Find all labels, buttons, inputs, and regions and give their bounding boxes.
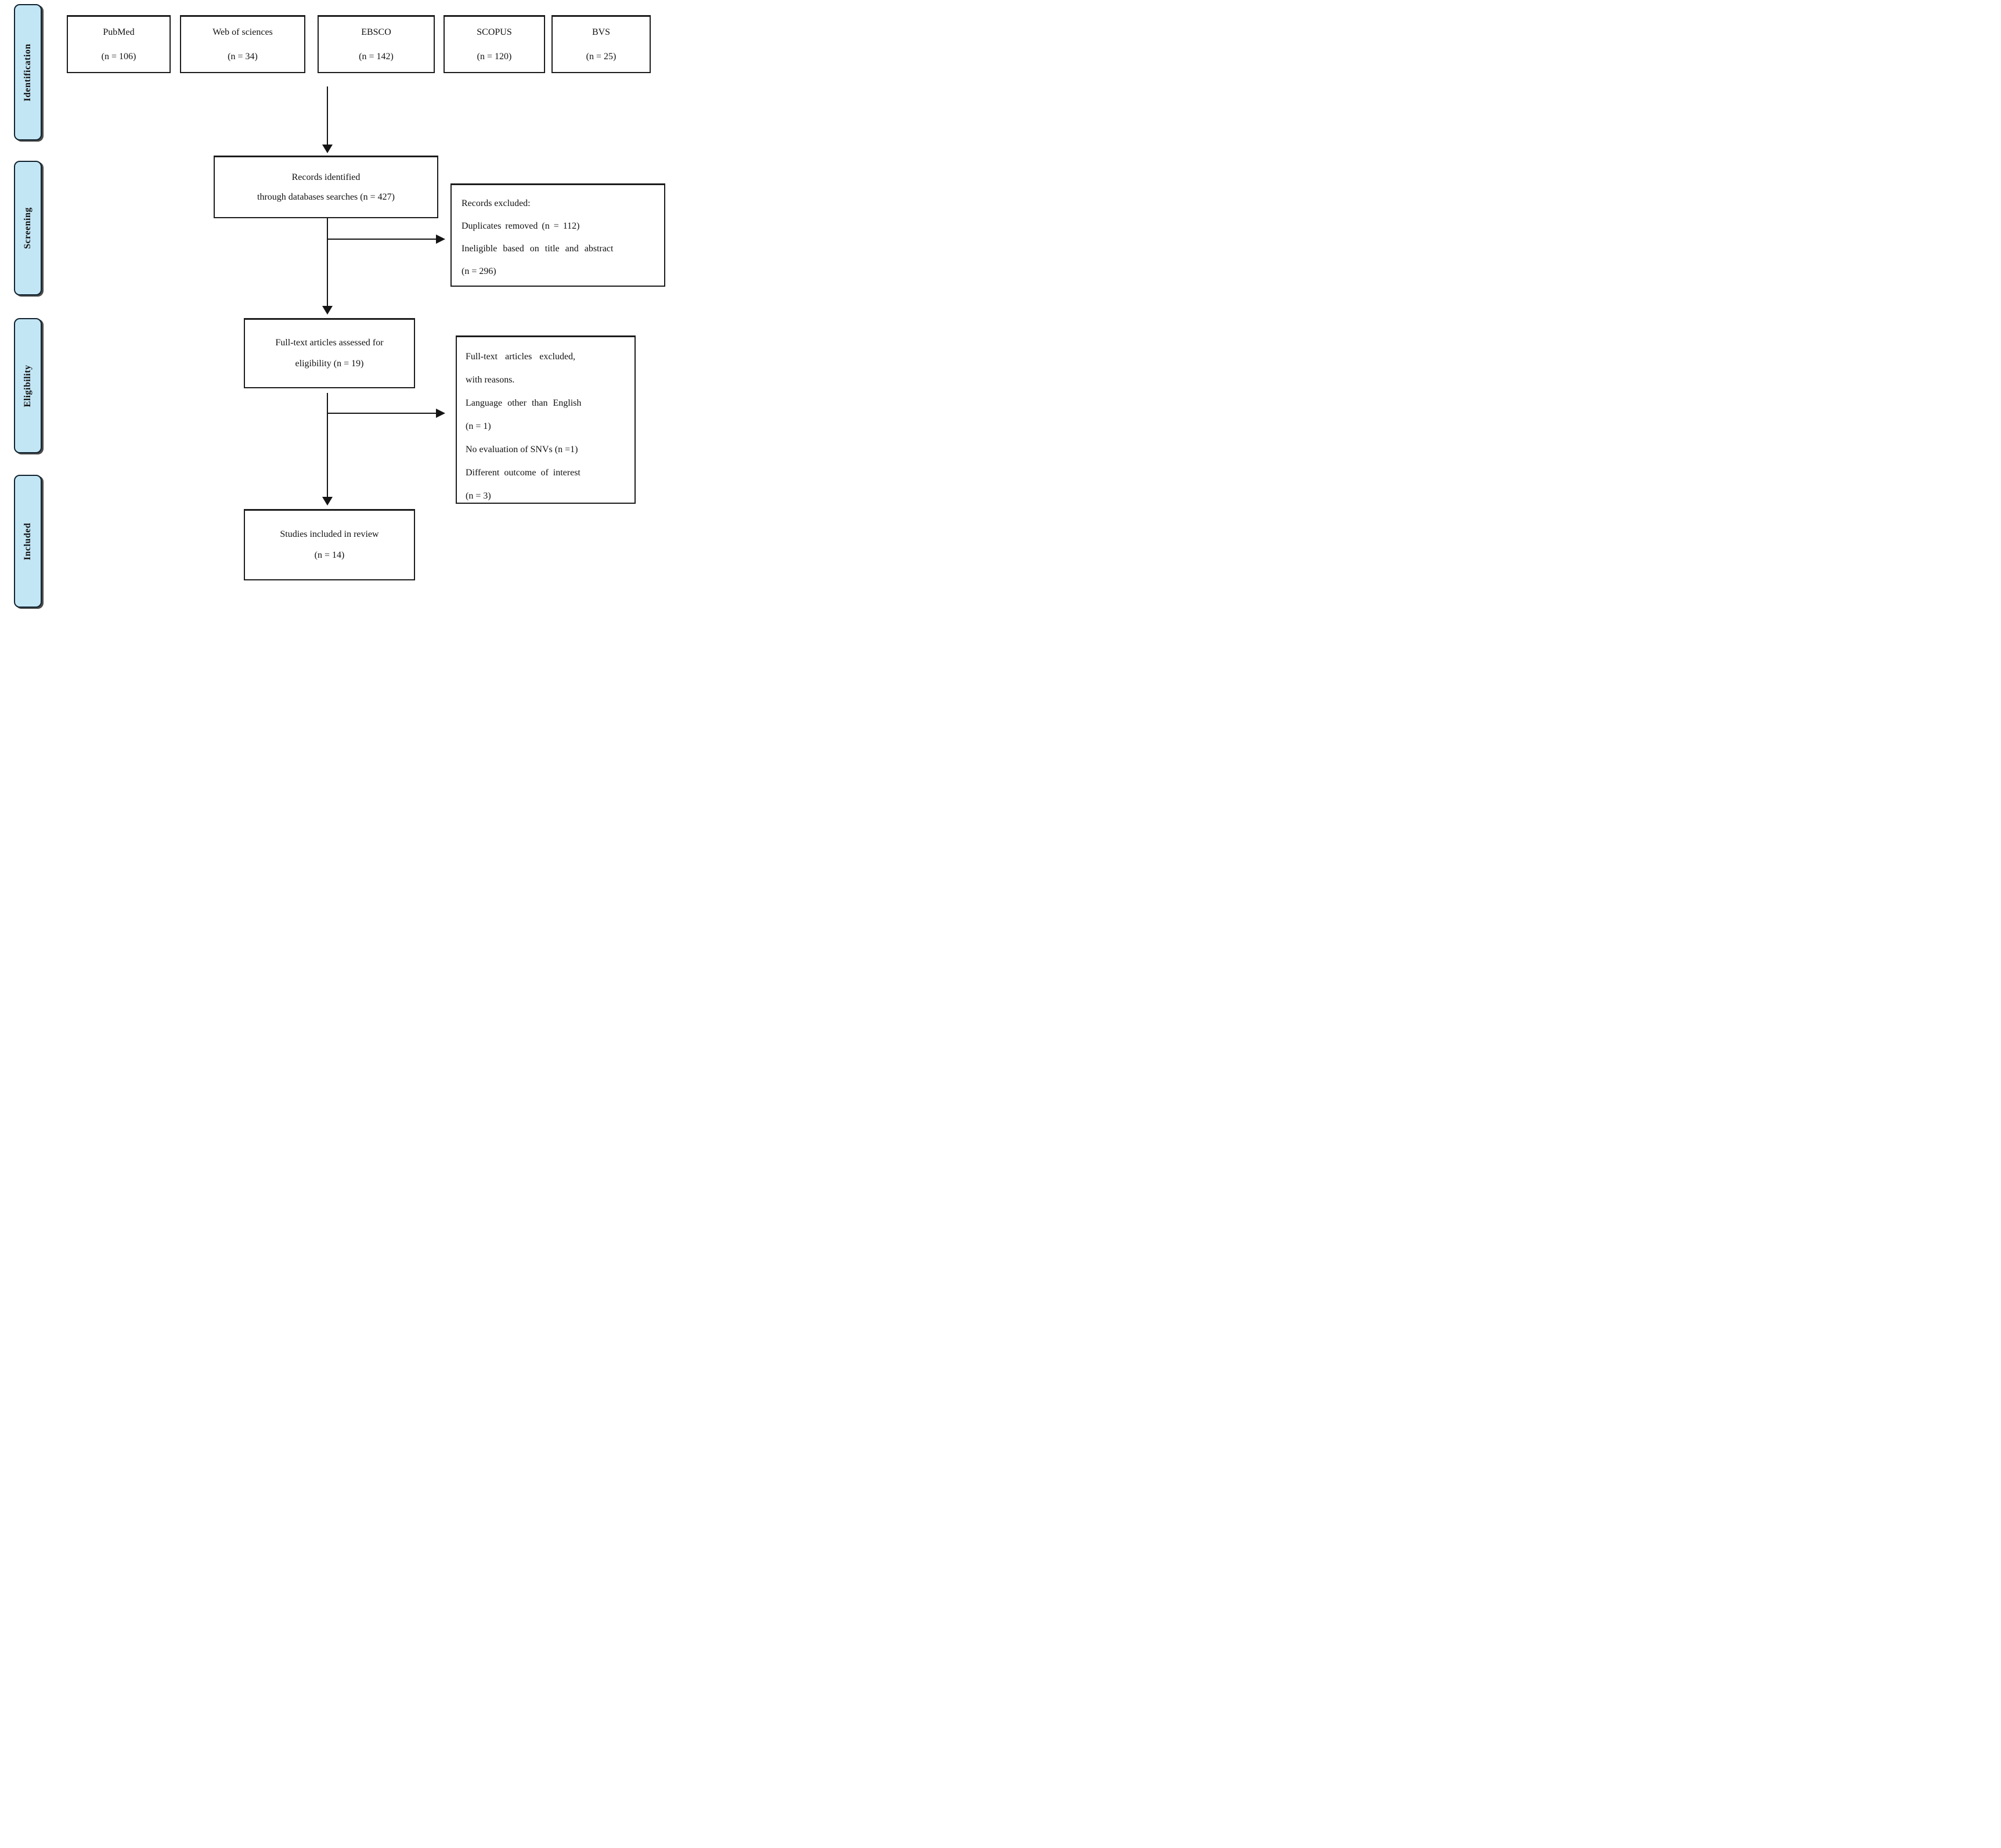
stage-eligibility: Eligibility [14, 318, 42, 453]
connector-databases-to-records [327, 86, 328, 145]
database-box-scopus: SCOPUS (n = 120) [444, 15, 545, 73]
fulltext-excluded-line: (n = 3) [466, 491, 491, 501]
fulltext-assessed-line1: Full-text articles assessed for [275, 338, 384, 348]
database-box-ebsco: EBSCO (n = 142) [318, 15, 435, 73]
database-count: (n = 34) [228, 51, 258, 62]
records-excluded-line: Duplicates removed (n = 112) [462, 221, 580, 231]
connector-fulltext-to-studies [327, 393, 328, 497]
fulltext-excluded-line: Language other than English [466, 398, 582, 408]
arrowhead-down-icon [322, 497, 333, 506]
database-box-bvs: BVS (n = 25) [551, 15, 651, 73]
arrowhead-right-icon [436, 234, 445, 244]
records-identified-line1: Records identified [291, 172, 360, 182]
fulltext-assessed-line2: eligibility (n = 19) [295, 359, 364, 369]
fulltext-excluded-line: with reasons. [466, 375, 515, 385]
records-identified-box: Records identified through databases sea… [214, 156, 438, 218]
database-count: (n = 25) [586, 51, 616, 62]
connector-records-to-excluded [327, 239, 437, 240]
connector-fulltext-to-excluded [327, 413, 437, 414]
records-excluded-line: Records excluded: [462, 198, 531, 208]
database-count: (n = 120) [477, 51, 512, 62]
fulltext-excluded-line: Different outcome of interest [466, 468, 581, 478]
stage-screening: Screening [14, 161, 42, 295]
database-box-pubmed: PubMed (n = 106) [67, 15, 171, 73]
records-excluded-line: Ineligible based on title and abstract [462, 244, 614, 254]
stage-eligibility-label: Eligibility [23, 364, 33, 407]
database-name: EBSCO [361, 27, 391, 37]
database-name: PubMed [103, 27, 135, 37]
records-excluded-box: Records excluded: Duplicates removed (n … [450, 183, 665, 287]
arrowhead-down-icon [322, 306, 333, 315]
stage-screening-label: Screening [23, 207, 33, 249]
fulltext-excluded-box: Full-text articles excluded, with reason… [456, 335, 636, 504]
connector-records-to-fulltext [327, 218, 328, 306]
fulltext-excluded-line: No evaluation of SNVs (n =1) [466, 445, 578, 454]
studies-included-line1: Studies included in review [280, 529, 379, 539]
records-identified-line2: through databases searches (n = 427) [257, 192, 395, 202]
prisma-flow-diagram: Identification Screening Eligibility Inc… [0, 0, 667, 616]
studies-included-line2: (n = 14) [314, 550, 345, 560]
database-box-web-of-sciences: Web of sciences (n = 34) [180, 15, 305, 73]
studies-included-box: Studies included in review (n = 14) [244, 509, 415, 580]
arrowhead-right-icon [436, 409, 445, 418]
fulltext-excluded-line: (n = 1) [466, 421, 491, 431]
database-count: (n = 106) [101, 51, 136, 62]
fulltext-excluded-line: Full-text articles excluded, [466, 352, 576, 362]
stage-included: Included [14, 475, 42, 608]
stage-identification-label: Identification [23, 43, 33, 102]
database-name: BVS [592, 27, 611, 37]
database-count: (n = 142) [359, 51, 394, 62]
fulltext-assessed-box: Full-text articles assessed for eligibil… [244, 318, 415, 388]
stage-identification: Identification [14, 4, 42, 140]
stage-included-label: Included [23, 522, 33, 560]
database-name: SCOPUS [477, 27, 512, 37]
records-excluded-line: (n = 296) [462, 266, 496, 276]
arrowhead-down-icon [322, 145, 333, 153]
database-name: Web of sciences [212, 27, 273, 37]
